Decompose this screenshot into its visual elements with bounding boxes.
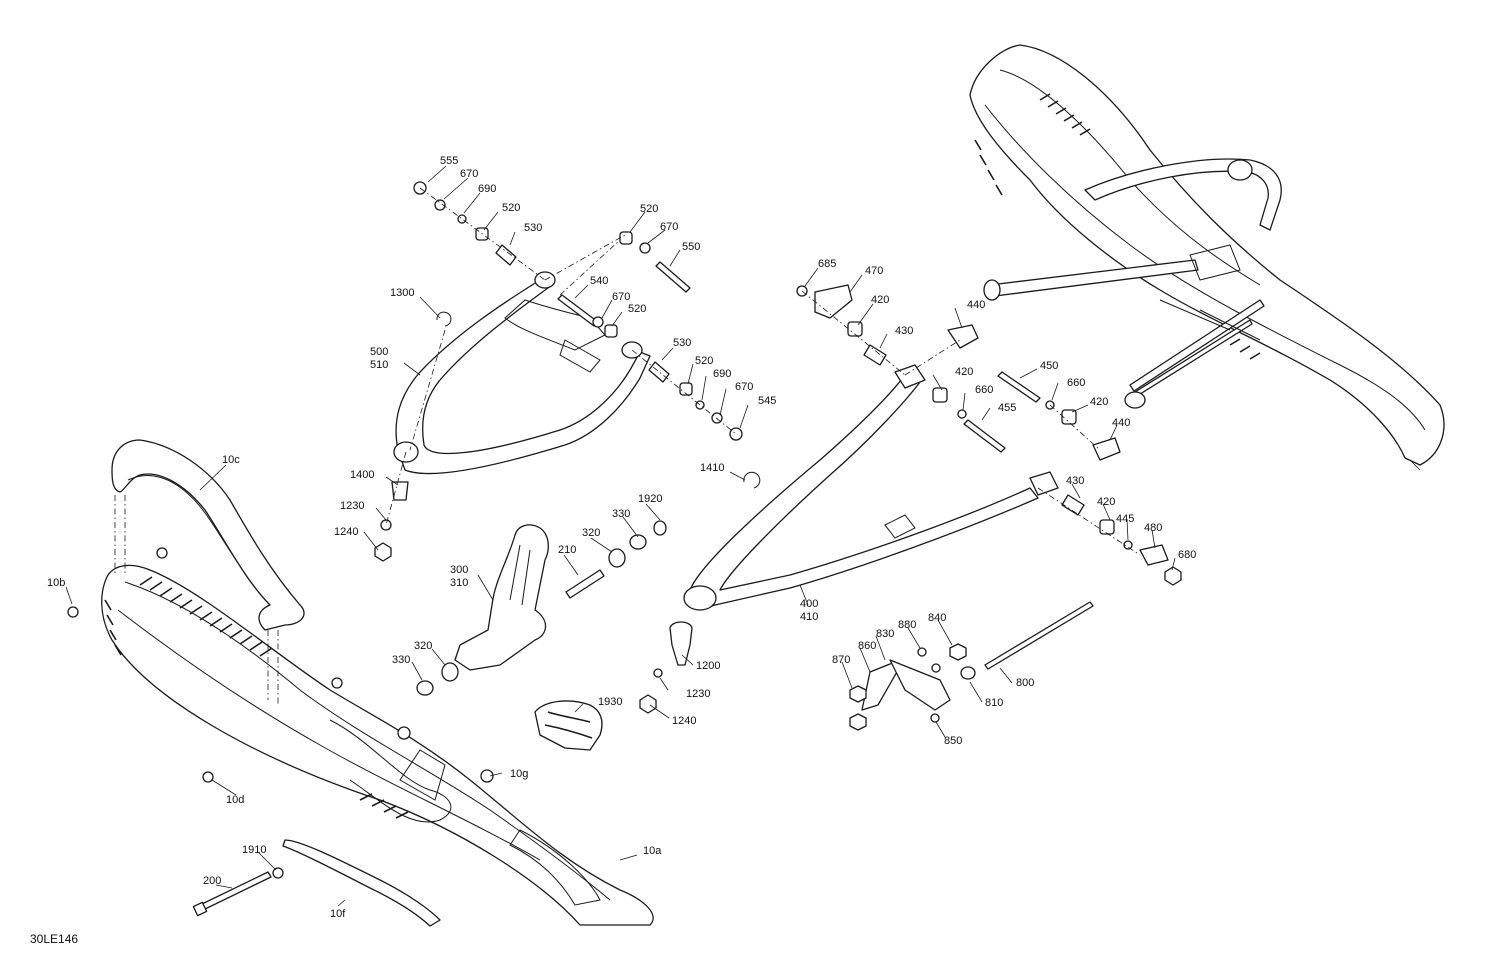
callout-310: 310 <box>450 577 468 589</box>
callout-1300: 1300 <box>390 287 414 299</box>
callout-440: 440 <box>1112 417 1130 429</box>
callout-670: 670 <box>660 221 678 233</box>
callout-530: 530 <box>524 222 542 234</box>
callout-510: 510 <box>370 359 388 371</box>
callout-320: 320 <box>414 640 432 652</box>
callout-10b: 10b <box>47 577 65 589</box>
callout-410: 410 <box>800 611 818 623</box>
callout-670: 670 <box>460 168 478 180</box>
callout-680: 680 <box>1178 549 1196 561</box>
callout-labels: 555 670 690 520 530 520 670 550 540 670 … <box>47 155 1196 920</box>
ski-body-10a <box>101 564 654 926</box>
lower-a-arm-assembly <box>639 284 1182 714</box>
callout-1930: 1930 <box>598 696 622 708</box>
callout-500: 500 <box>370 346 388 358</box>
callout-10a: 10a <box>643 845 662 857</box>
callout-660: 660 <box>975 384 993 396</box>
callout-1400: 1400 <box>350 469 374 481</box>
callout-840: 840 <box>928 612 946 624</box>
callout-670: 670 <box>612 291 630 303</box>
rod-800 <box>984 601 1094 670</box>
callout-430: 430 <box>1066 475 1084 487</box>
callout-520: 520 <box>628 303 646 315</box>
ski-graphic-hatching <box>104 576 409 819</box>
callout-330: 330 <box>612 508 630 520</box>
callout-430: 430 <box>895 325 913 337</box>
callout-leaders <box>65 165 1421 907</box>
ski-runner-10f <box>282 839 441 927</box>
spindle-assembly <box>416 520 667 751</box>
callout-420: 420 <box>955 366 973 378</box>
upper-a-arm-500 <box>395 279 651 475</box>
callout-685: 685 <box>818 258 836 270</box>
callout-10g: 10g <box>510 768 528 780</box>
callout-470: 470 <box>865 265 883 277</box>
ski-loop-10c <box>111 439 305 631</box>
callout-660: 660 <box>1067 377 1085 389</box>
callout-520: 520 <box>695 355 713 367</box>
callout-1200: 1200 <box>696 660 720 672</box>
callout-480: 480 <box>1144 522 1162 534</box>
callout-10f: 10f <box>330 908 346 920</box>
callout-1240: 1240 <box>334 526 358 538</box>
sway-bar-linkage <box>849 601 1094 731</box>
drawing-code: 30LE146 <box>30 932 79 946</box>
callout-540: 540 <box>590 275 608 287</box>
lower-a-arm-400 <box>689 374 1039 608</box>
callout-420: 420 <box>871 294 889 306</box>
callout-545: 545 <box>758 395 776 407</box>
callout-450: 450 <box>1040 360 1058 372</box>
callout-420: 420 <box>1097 496 1115 508</box>
callout-860: 860 <box>858 640 876 652</box>
callout-830: 830 <box>876 628 894 640</box>
callout-690: 690 <box>713 368 731 380</box>
callout-670: 670 <box>735 381 753 393</box>
callout-200: 200 <box>203 875 221 887</box>
callout-10d: 10d <box>226 794 244 806</box>
callout-520: 520 <box>640 203 658 215</box>
callout-1410: 1410 <box>700 462 724 474</box>
callout-445: 445 <box>1116 513 1134 525</box>
right-ski-body <box>969 44 1445 466</box>
right-ski-assembly <box>969 44 1445 466</box>
callout-210: 210 <box>558 544 576 556</box>
callout-690: 690 <box>478 183 496 195</box>
callout-1910: 1910 <box>242 844 266 856</box>
callout-455: 455 <box>998 402 1016 414</box>
upper-a-arm-assembly <box>374 181 743 562</box>
callout-800: 800 <box>1016 677 1034 689</box>
callout-330: 330 <box>392 654 410 666</box>
callout-1230: 1230 <box>686 688 710 700</box>
callout-530: 530 <box>673 337 691 349</box>
callout-555: 555 <box>440 155 458 167</box>
callout-520: 520 <box>502 202 520 214</box>
left-ski-assembly <box>67 439 654 927</box>
spindle-300 <box>454 524 549 671</box>
callout-550: 550 <box>682 241 700 253</box>
callout-420: 420 <box>1090 396 1108 408</box>
callout-880: 880 <box>898 619 916 631</box>
callout-10c: 10c <box>222 454 240 466</box>
callout-1920: 1920 <box>638 493 662 505</box>
callout-810: 810 <box>985 697 1003 709</box>
callout-300: 300 <box>450 564 468 576</box>
callout-1230: 1230 <box>340 500 364 512</box>
callout-870: 870 <box>832 654 850 666</box>
callout-850: 850 <box>944 735 962 747</box>
callout-320: 320 <box>582 527 600 539</box>
callout-440: 440 <box>967 299 985 311</box>
callout-1240: 1240 <box>672 715 696 727</box>
right-ski-hatching <box>974 93 1261 360</box>
callout-400: 400 <box>800 598 818 610</box>
